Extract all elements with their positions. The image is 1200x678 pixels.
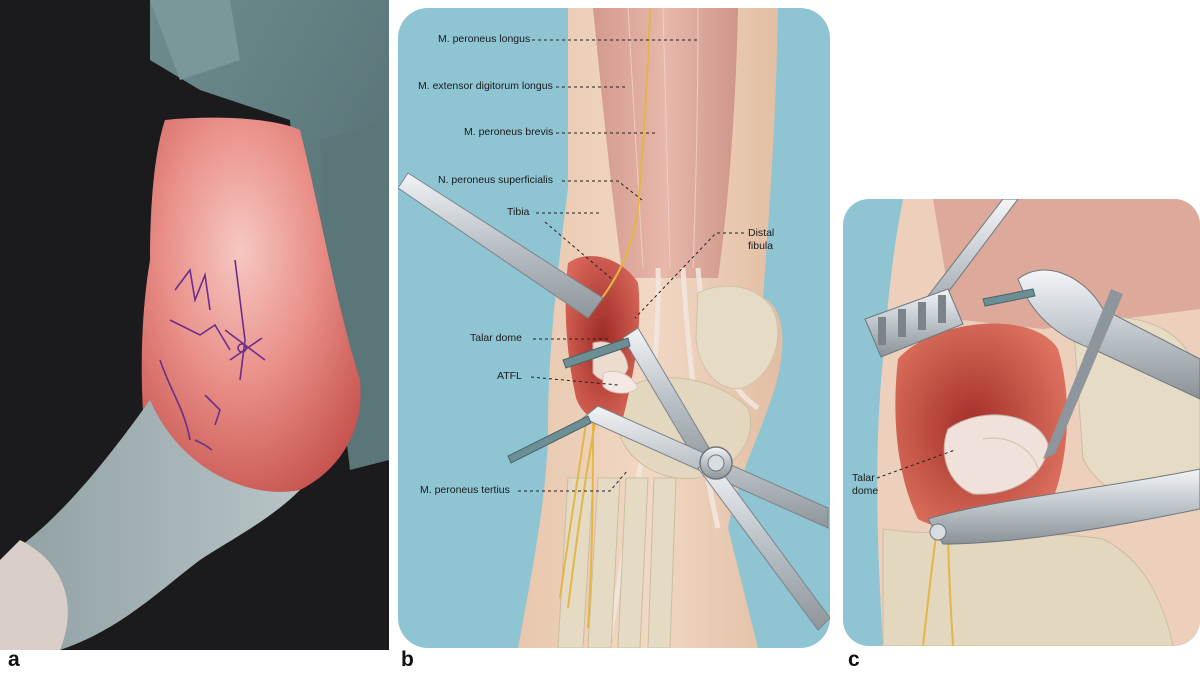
label-peroneus-tertius: M. peroneus tertius: [420, 484, 510, 496]
ankle-photo: [0, 0, 389, 650]
leg-muscles: [593, 8, 738, 278]
foot-stockinette: [0, 400, 300, 650]
label-distal-fibula-line2: fibula: [748, 240, 774, 252]
label-extensor-digitorum-longus: M. extensor digitorum longus: [418, 80, 553, 92]
skin-markings: [159, 259, 266, 451]
illustration-panel-b: [398, 8, 830, 648]
periosteal-elevator: [398, 172, 604, 319]
magnified-talar-dome-illustration: [843, 199, 1200, 646]
panel-label-c: c: [848, 648, 860, 671]
retractor-instrument: [507, 327, 830, 631]
magnified-retractor: [927, 269, 1200, 545]
label-peroneus-superficialis: N. peroneus superficialis: [438, 174, 553, 186]
label-atfl: ATFL: [497, 370, 522, 382]
label-peroneus-longus: M. peroneus longus: [438, 33, 531, 45]
label-distal-fibula-line1: Distal: [748, 227, 775, 239]
lateral-ankle-illustration: [398, 8, 830, 648]
ankle-skin: [141, 117, 361, 499]
label-talar-dome: Talar dome: [470, 332, 522, 344]
illustration-panel-c: [843, 199, 1200, 646]
panel-label-a: a: [8, 648, 20, 671]
rake-retractor: [864, 199, 1019, 358]
label-peroneus-brevis: M. peroneus brevis: [464, 126, 554, 138]
panel-label-b: b: [401, 648, 414, 671]
photo-panel-a: [0, 0, 389, 650]
metatarsals: [557, 477, 677, 648]
label-c-talar-dome-line2: dome: [852, 485, 879, 497]
label-tibia: Tibia: [507, 206, 530, 218]
label-c-talar-dome-line1: Talar: [852, 472, 875, 484]
